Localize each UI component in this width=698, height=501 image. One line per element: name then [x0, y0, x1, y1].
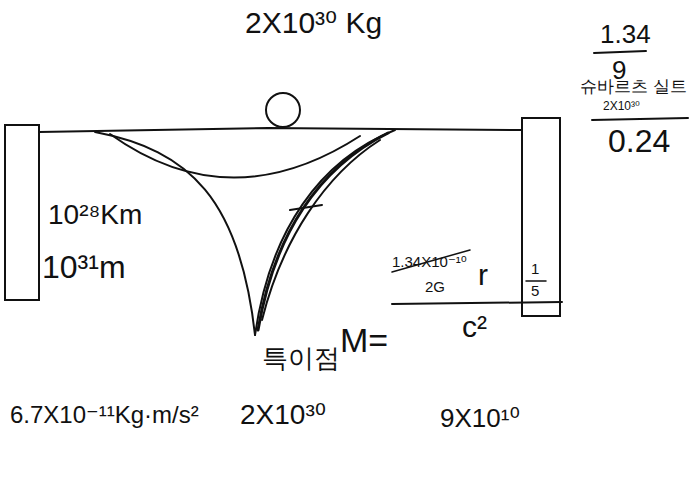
formula-label: M=: [340, 322, 388, 359]
constant-value: 9X10¹⁰: [440, 404, 520, 433]
fraction-numerator: 1.34: [600, 20, 651, 49]
fraction-bar: [392, 302, 562, 304]
mass-ball: [266, 93, 300, 127]
distance-value: 10³¹m: [42, 250, 126, 285]
formula-term: 1: [531, 261, 539, 278]
funnel-tick: [290, 205, 322, 210]
funnel-right-heavy: [258, 133, 388, 330]
space-sheet: [39, 128, 522, 132]
fraction-bar: [594, 51, 646, 53]
distance-value: 10²⁸Km: [48, 200, 142, 231]
fraction-bar: [526, 280, 546, 282]
formula-term: 5: [531, 283, 539, 300]
left-pillar: [5, 125, 39, 300]
funnel-right: [255, 130, 395, 335]
mass-value: 2X10³⁰ Kg: [245, 6, 382, 39]
point-label: 특이점: [262, 344, 340, 373]
formula-term: 2G: [425, 279, 445, 296]
term-label: 슈바르츠 실트: [580, 78, 687, 97]
formula-term: r: [478, 258, 488, 291]
fraction-bar: [592, 118, 688, 120]
constant-value: 6.7X10⁻¹¹Kg·m/s²: [10, 402, 199, 428]
funnel-left: [95, 132, 255, 335]
shallow-well: [110, 134, 360, 178]
right-pillar: [522, 118, 560, 316]
mass-value: 2X10³⁰: [603, 100, 640, 113]
mass-value: 2X10³⁰: [240, 400, 326, 431]
funnel-right-trace: [262, 140, 380, 320]
formula-term: c²: [462, 310, 487, 343]
strike-line: [392, 250, 470, 272]
result-value: 0.24: [608, 124, 670, 159]
formula-term: 1.34X10⁻¹⁰: [392, 254, 467, 271]
